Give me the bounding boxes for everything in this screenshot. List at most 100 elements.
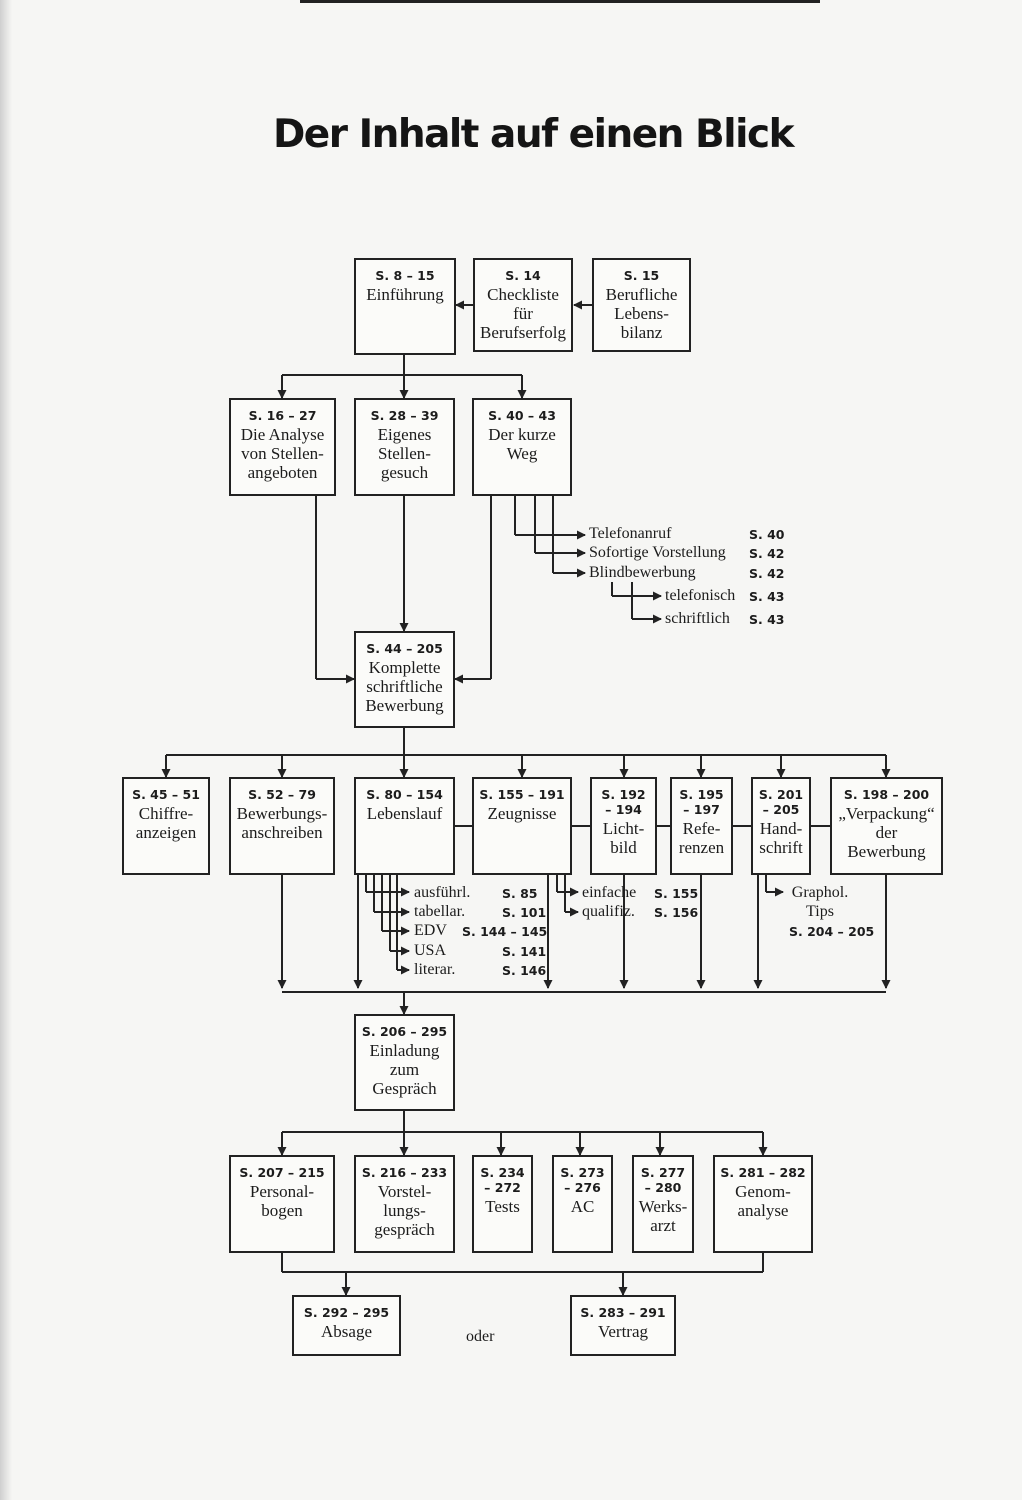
page-ref: S. 192 – 194 [601, 787, 646, 817]
page-ref: S. 198 – 200 [843, 787, 930, 802]
box-label: Genom- analyse [735, 1182, 791, 1220]
page-ref: S. 206 – 295 [361, 1024, 448, 1039]
item-page: S. 42 [749, 546, 785, 561]
box-label: Lebenslauf [366, 804, 443, 823]
box-ac: S. 273 – 276 AC [552, 1155, 613, 1253]
item-label: qualifiz. [582, 903, 635, 920]
kurzer-weg-item: Telefonanruf S. 40 [589, 525, 785, 543]
item-label: literar. [414, 961, 456, 978]
box-referenzen: S. 195 – 197 Refe- renzen [670, 777, 733, 875]
page-ref: S. 155 – 191 [479, 787, 565, 802]
page-ref: S. 273 – 276 [560, 1165, 605, 1195]
box-label: Berufliche Lebens- bilanz [605, 285, 678, 342]
box-vorstellungsgespraech: S. 216 – 233 Vorstel- lungs- gespräch [354, 1155, 455, 1253]
box-komplette-bewerbung: S. 44 – 205 Komplette schriftliche Bewer… [354, 631, 455, 728]
page-ref: S. 8 – 15 [375, 268, 435, 283]
box-label: Bewerbungs- anschreiben [236, 804, 328, 842]
box-verpackung: S. 198 – 200 „Verpackung“ der Bewerbung [830, 777, 943, 875]
box-label: Vertrag [597, 1322, 649, 1341]
item-page: S. 43 [749, 612, 785, 627]
box-werksarzt: S. 277 – 280 Werks- arzt [632, 1155, 694, 1253]
item-label: ausführl. [414, 884, 471, 901]
box-tests: S. 234 – 272 Tests [472, 1155, 533, 1253]
item-page: S. 85 [502, 886, 538, 901]
box-chiffreanzeigen: S. 45 – 51 Chiffre- anzeigen [122, 777, 210, 875]
box-lichtbild: S. 192 – 194 Licht- bild [590, 777, 657, 875]
box-label: Komplette schriftliche Bewerbung [365, 658, 444, 715]
item-label: einfache [582, 884, 637, 901]
page-ref: S. 28 – 39 [370, 408, 439, 423]
page-ref: S. 201 – 205 [758, 787, 804, 817]
box-label: Vorstel- lungs- gespräch [374, 1182, 435, 1239]
handschrift-item-page: S. 204 – 205 [789, 924, 875, 939]
item-label: telefonisch [665, 587, 736, 604]
item-page: S. 155 [654, 886, 699, 901]
box-label: Personal- bogen [249, 1182, 315, 1220]
box-kurzer-weg: S. 40 – 43 Der kurze Weg [472, 398, 572, 496]
item-page: S. 101 [502, 905, 547, 920]
item-label: Blindbewerbung [589, 564, 696, 581]
box-handschrift: S. 201 – 205 Hand- schrift [751, 777, 811, 875]
blindbewerbung-item: schriftlich S. 43 [665, 610, 785, 628]
box-vertrag: S. 283 – 291 Vertrag [570, 1295, 676, 1356]
box-label: Einladung zum Gespräch [369, 1041, 440, 1098]
box-label: Einführung [366, 285, 444, 304]
box-absage: S. 292 – 295 Absage [292, 1295, 401, 1356]
page-ref: S. 40 – 43 [488, 408, 556, 423]
page-edge [0, 0, 12, 1500]
box-label: Refe- renzen [678, 819, 725, 857]
box-label: AC [570, 1197, 595, 1216]
page-ref: S. 234 – 272 [480, 1165, 525, 1195]
box-label: Eigenes Stellen- gesuch [377, 425, 432, 482]
page-ref: S. 216 – 233 [361, 1165, 448, 1180]
box-label: „Verpackung“ der Bewerbung [838, 804, 935, 861]
page-ref: S. 277 – 280 [640, 1165, 686, 1195]
box-label: Werks- arzt [638, 1197, 688, 1235]
oder-label: oder [466, 1328, 495, 1345]
box-zeugnisse: S. 155 – 191 Zeugnisse [472, 777, 572, 875]
box-lebenslauf: S. 80 – 154 Lebenslauf [354, 777, 455, 875]
lebenslauf-item: ausführl. S. 85 [414, 884, 538, 902]
box-label: Licht- bild [602, 819, 645, 857]
handschrift-item-label: Graphol. Tips [791, 884, 849, 920]
page-title: Der Inhalt auf einen Blick [272, 112, 795, 157]
item-label: Telefonanruf [589, 525, 672, 542]
blindbewerbung-item: telefonisch S. 43 [665, 587, 785, 605]
page-ref: S. 14 [505, 268, 541, 283]
item-page: S. 144 – 145 [462, 924, 548, 939]
lebenslauf-item: EDV S. 144 – 145 [414, 922, 547, 940]
item-page: S. 43 [749, 589, 785, 604]
box-label: Der kurze Weg [488, 425, 556, 463]
box-personalbogen: S. 207 – 215 Personal- bogen [229, 1155, 335, 1253]
page-ref: S. 15 [623, 268, 660, 283]
box-checkliste: S. 14 Checkliste für Berufserfolg [473, 258, 573, 352]
box-analyse-stellenangebote: S. 16 – 27 Die Analyse von Stellen- ange… [229, 398, 336, 496]
box-label: Tests [485, 1197, 520, 1216]
item-page: S. 42 [749, 566, 785, 581]
box-bewerbungsanschreiben: S. 52 – 79 Bewerbungs- anschreiben [229, 777, 335, 875]
box-genomanalyse: S. 281 – 282 Genom- analyse [713, 1155, 813, 1253]
page-ref: S. 16 – 27 [248, 408, 317, 423]
page-ref: S. 52 – 79 [248, 787, 316, 802]
item-page: S. 146 [502, 963, 547, 978]
page-ref: S. 195 – 197 [679, 787, 724, 817]
page-ref: S. 80 – 154 [366, 787, 443, 802]
page-ref: S. 292 – 295 [303, 1305, 390, 1320]
lebenslauf-item: tabellar. S. 101 [414, 903, 546, 921]
item-label: USA [414, 942, 447, 959]
top-edge-mark [300, 0, 820, 3]
box-label: Absage [321, 1322, 372, 1341]
box-label: Zeugnisse [487, 804, 557, 823]
kurzer-weg-item: Blindbewerbung S. 42 [589, 564, 785, 582]
box-label: Hand- schrift [759, 819, 803, 857]
lebenslauf-item: literar. S. 146 [414, 961, 546, 979]
page-ref: S. 281 – 282 [720, 1165, 806, 1180]
item-page: S. 40 [749, 527, 785, 542]
kurzer-weg-item: Sofortige Vorstellung S. 42 [589, 544, 785, 562]
item-label: tabellar. [414, 903, 466, 920]
zeugnisse-item: qualifiz. S. 156 [582, 903, 698, 921]
lebenslauf-item: USA S. 141 [414, 942, 546, 960]
item-label: Sofortige Vorstellung [589, 544, 726, 561]
page-ref: S. 283 – 291 [580, 1305, 666, 1320]
